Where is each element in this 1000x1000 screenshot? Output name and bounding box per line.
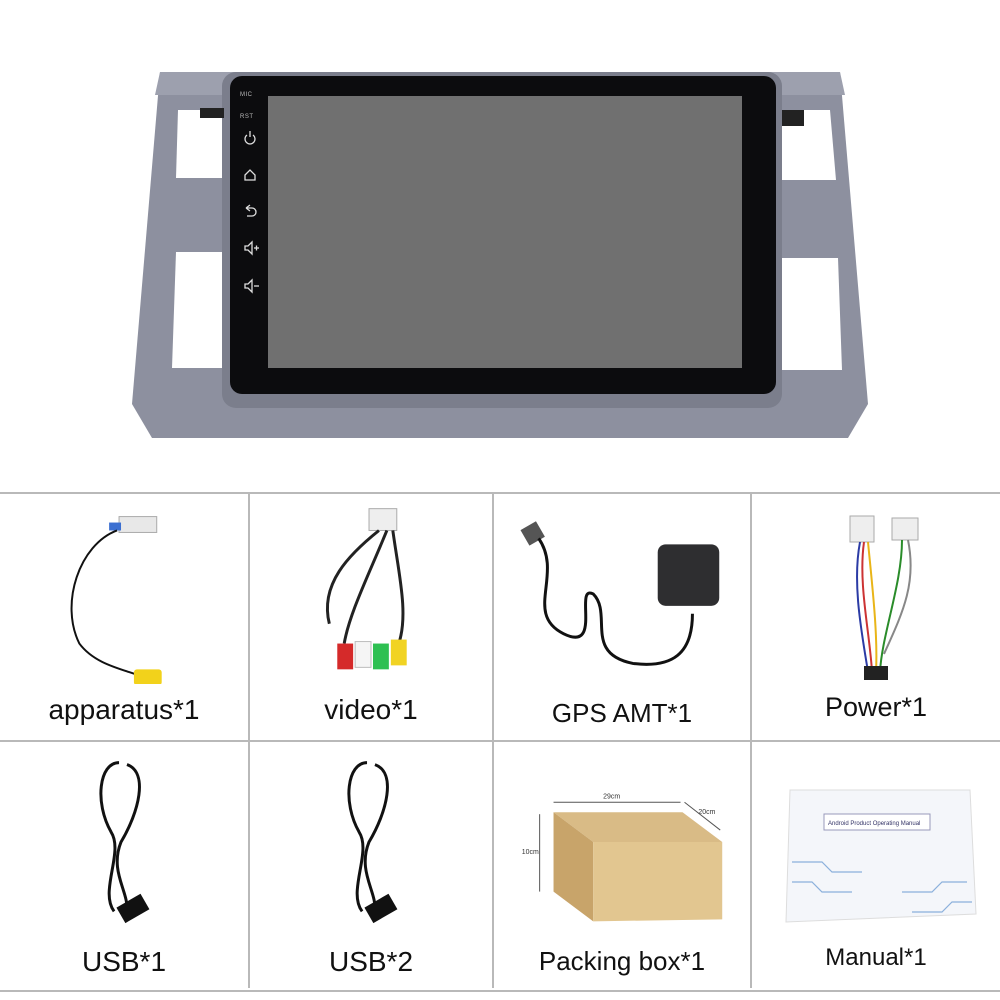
accessory-cell-video: video*1 — [250, 494, 494, 740]
accessory-label: GPS AMT*1 — [551, 698, 693, 728]
accessory-label: apparatus*1 — [48, 694, 200, 725]
accessory-cell-usb-1: USB*1 — [0, 740, 250, 988]
packing-box-icon: 29cm 20cm 10cm — [522, 793, 723, 922]
back-icon[interactable] — [245, 204, 257, 217]
right-lower-vent-opening — [782, 258, 842, 370]
accessory-label: Power*1 — [824, 692, 928, 722]
accessory-cell-manual: Android Product Operating Manual Manual*… — [752, 740, 1000, 988]
left-lower-vent-opening — [172, 252, 222, 368]
accessory-cell-usb-2: USB*2 — [250, 740, 494, 988]
mic-label: MIC — [240, 92, 253, 98]
manual-booklet-icon: Android Product Operating Manual — [785, 789, 977, 923]
box-width: 20cm — [698, 809, 715, 816]
volume-up-icon[interactable] — [244, 240, 259, 256]
box-height: 10cm — [522, 849, 539, 856]
manual-title: Android Product Operating Manual — [828, 821, 920, 827]
display-screen — [268, 96, 742, 368]
accessories-grid: apparatus*1 video*1 GPS AMT*1 — [0, 492, 1000, 992]
accessory-cell-gps: GPS AMT*1 — [494, 494, 752, 740]
side-buttons: MIC RST — [240, 90, 264, 300]
volume-down-icon[interactable] — [244, 278, 259, 294]
box-length: 29cm — [603, 793, 620, 800]
power-icon[interactable] — [244, 131, 256, 145]
head-unit-product-image: MIC RST — [0, 0, 1000, 480]
accessory-cell-apparatus: apparatus*1 — [0, 494, 250, 740]
right-upper-vent-opening — [782, 110, 836, 180]
reset-label: RST — [240, 114, 254, 120]
left-upper-vent-opening — [176, 110, 222, 178]
home-icon[interactable] — [244, 169, 256, 181]
usb-cable-icon — [99, 761, 150, 924]
head-unit-illustration — [132, 72, 868, 438]
camera-cable-icon — [70, 516, 162, 684]
accessory-cell-packing-box: 29cm 20cm 10cm Packing box*1 — [494, 740, 752, 988]
accessory-cell-power: Power*1 — [752, 494, 1000, 740]
accessory-label: USB*2 — [328, 946, 414, 977]
power-harness-icon — [849, 515, 919, 680]
accessory-label: Manual*1 — [825, 944, 927, 971]
gps-antenna-icon — [520, 521, 720, 666]
accessory-label: video*1 — [324, 694, 418, 725]
accessory-label: USB*1 — [81, 946, 167, 977]
accessory-label: Packing box*1 — [538, 946, 706, 976]
usb-cable-icon — [347, 761, 398, 924]
rca-video-cable-icon — [326, 508, 407, 670]
